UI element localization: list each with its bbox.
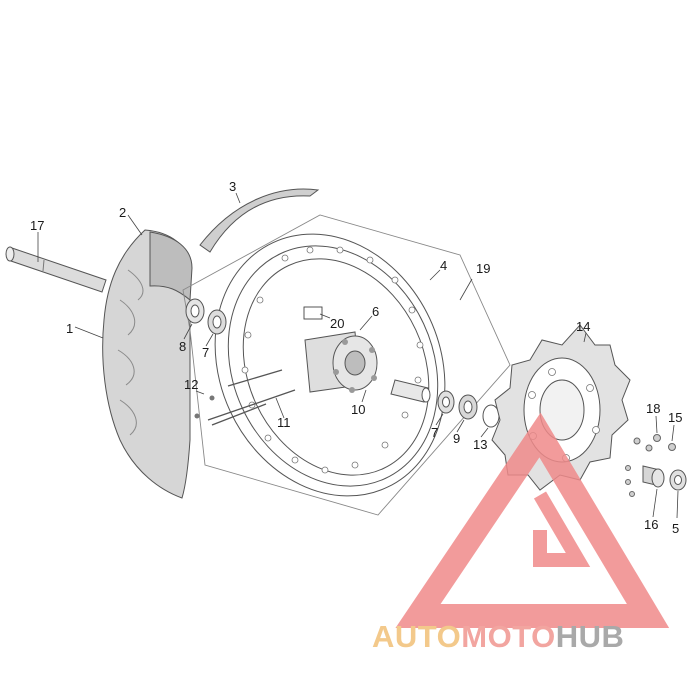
callout-6: 6 — [372, 304, 379, 319]
watermark-moto: MOTO — [461, 619, 555, 654]
callout-2: 2 — [119, 205, 126, 220]
disc-hardware — [625, 434, 687, 497]
assembly-outline — [182, 214, 511, 516]
callout-15: 15 — [668, 410, 682, 425]
callout-17: 17 — [30, 218, 44, 233]
hub — [304, 331, 431, 403]
right-bearing-set — [437, 390, 500, 428]
svg-text:AUTOMOTOHUB: AUTOMOTOHUB — [372, 619, 624, 654]
callout-7a: 7 — [202, 345, 209, 360]
callout-13: 13 — [473, 437, 487, 452]
callout-11: 11 — [277, 415, 291, 430]
axle — [5, 246, 107, 293]
callout-8: 8 — [179, 339, 186, 354]
callout-3: 3 — [229, 179, 236, 194]
callout-5: 5 — [672, 521, 679, 536]
callout-10: 10 — [351, 402, 365, 417]
callout-16: 16 — [644, 517, 658, 532]
rim-tape — [199, 188, 320, 253]
rim — [214, 233, 446, 497]
callout-4: 4 — [440, 258, 447, 273]
callout-20: 20 — [330, 316, 344, 331]
watermark-text: AUTOMOTOHUB — [372, 619, 624, 654]
callout-1: 1 — [66, 321, 73, 336]
callout-7b: 7 — [431, 425, 438, 440]
callout-14: 14 — [576, 319, 590, 334]
spokes — [194, 369, 296, 426]
watermark-logo — [395, 412, 670, 628]
leader-lines — [37, 192, 679, 519]
tyre — [102, 229, 193, 499]
label-plate — [303, 306, 323, 320]
watermark-hub: HUB — [556, 619, 625, 654]
callout-18: 18 — [646, 401, 660, 416]
callout-19: 19 — [476, 261, 490, 276]
callout-12: 12 — [184, 377, 198, 392]
callout-9: 9 — [453, 431, 460, 446]
watermark-auto: AUTO — [372, 619, 461, 654]
callouts: 1 2 3 4 5 6 7 7 8 9 10 11 12 13 14 15 16… — [30, 179, 682, 536]
left-bearing-set — [185, 298, 227, 335]
